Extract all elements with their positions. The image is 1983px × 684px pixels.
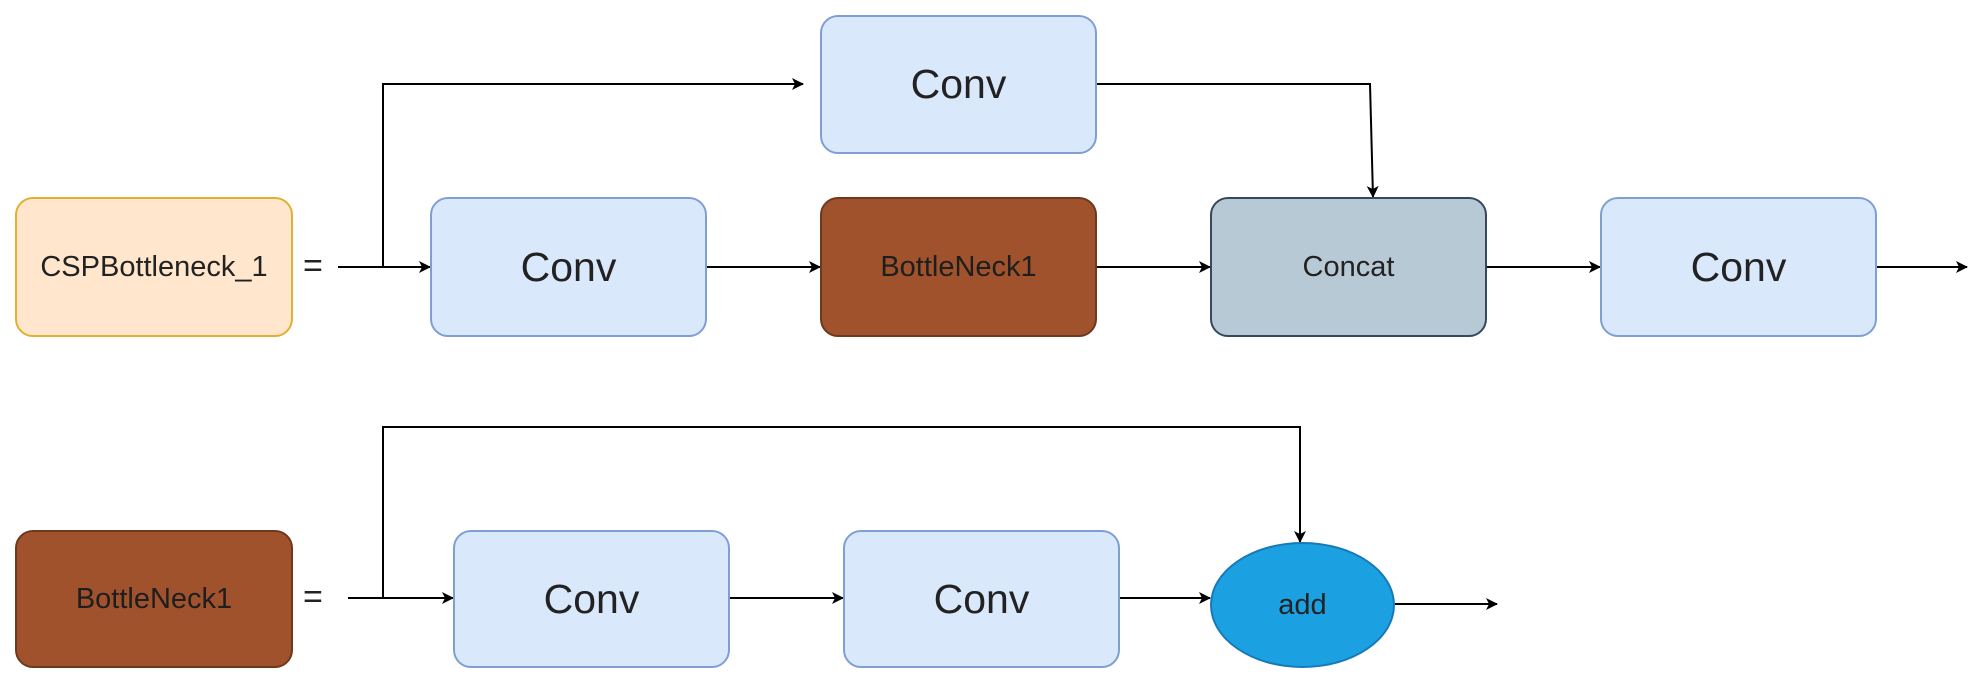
csp-bottleneck-text: CSPBottleneck_1 [40,250,268,283]
conv-2b-text: Conv [933,575,1030,622]
conv-node-2a: Conv [453,530,730,668]
equals-sign-row1: = [303,247,323,285]
conv-top-node: Conv [820,15,1097,154]
conv-1-text: Conv [520,243,617,290]
conv-2a-text: Conv [543,575,640,622]
conv-node-2b: Conv [843,530,1120,668]
conv-node-1: Conv [430,197,707,337]
bottleneck-text: BottleNeck1 [880,250,1037,283]
bottleneck-node: BottleNeck1 [820,197,1097,337]
concat-text: Concat [1302,250,1395,283]
edge-skip-to-conv-top [382,78,804,267]
edge-residual-to-add [382,426,1306,598]
add-text: add [1278,588,1327,621]
bottleneck1-label: BottleNeck1 [15,530,293,668]
conv-out-text: Conv [1690,243,1787,290]
conv-output-node: Conv [1600,197,1877,337]
add-node: add [1210,542,1395,668]
equals-sign-row2: = [303,578,323,616]
csp-bottleneck-label: CSPBottleneck_1 [15,197,293,337]
edge-conv-top-to-concat [1095,83,1379,198]
bottleneck1-label-text: BottleNeck1 [75,582,233,615]
concat-node: Concat [1210,197,1487,337]
conv-top-text: Conv [910,61,1007,107]
